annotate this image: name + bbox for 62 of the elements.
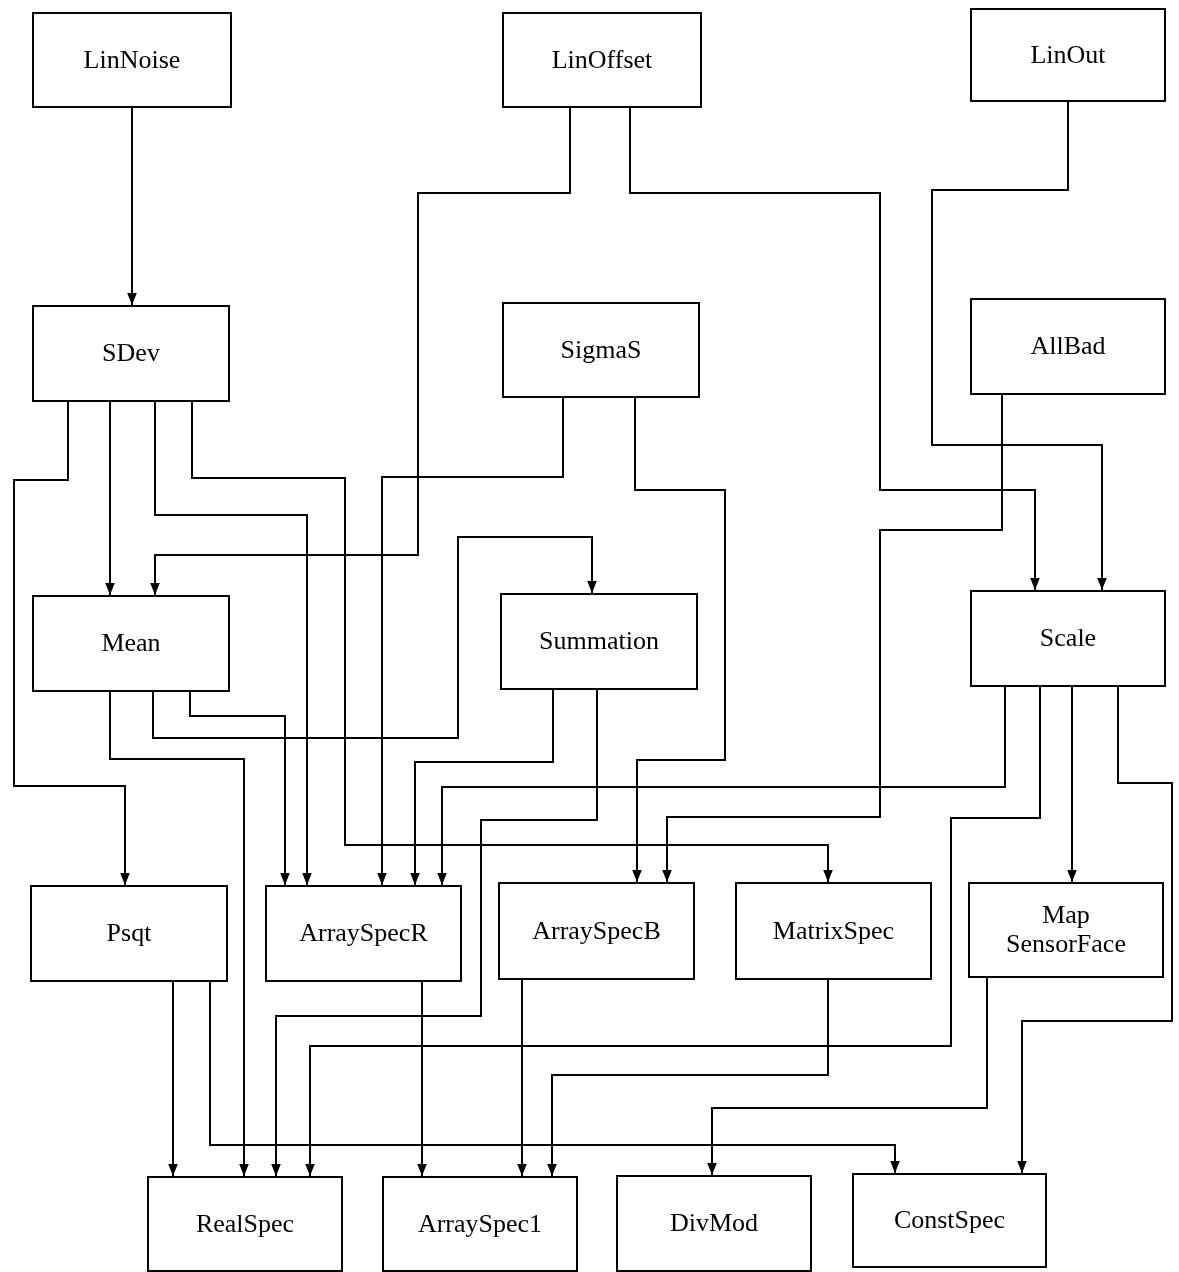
box-label: LinNoise bbox=[83, 45, 181, 75]
arrow bbox=[417, 981, 427, 1177]
process-box bbox=[32, 305, 230, 402]
box-label: ConstSpec bbox=[893, 1206, 1006, 1235]
box-label: Psqt bbox=[106, 919, 152, 948]
arrow bbox=[931, 101, 1107, 591]
arrow bbox=[517, 979, 527, 1177]
arrow bbox=[1017, 686, 1173, 1174]
process-box bbox=[498, 882, 695, 980]
arrow bbox=[168, 981, 178, 1177]
box-label: MatrixSpec bbox=[772, 916, 895, 946]
arrow bbox=[1067, 686, 1077, 883]
arrow bbox=[629, 107, 1040, 591]
process-box bbox=[970, 298, 1166, 395]
box-label: SigmaS bbox=[560, 335, 642, 365]
box-label: AllBad bbox=[1030, 332, 1106, 361]
process-box bbox=[502, 302, 700, 398]
arrow bbox=[13, 401, 130, 886]
arrow bbox=[271, 689, 598, 1177]
arrow bbox=[152, 536, 597, 739]
process-box bbox=[970, 590, 1166, 687]
arrow bbox=[305, 686, 1041, 1177]
process-box bbox=[32, 12, 232, 108]
process-box bbox=[852, 1173, 1047, 1268]
arrow bbox=[127, 107, 137, 306]
box-label: RealSpec bbox=[195, 1209, 295, 1239]
box-label: ArraySpec1 bbox=[417, 1209, 543, 1239]
arrow bbox=[547, 979, 829, 1177]
process-box bbox=[735, 882, 932, 980]
box-label: ArraySpecB bbox=[532, 916, 661, 946]
process-box bbox=[968, 882, 1164, 978]
process-box bbox=[382, 1176, 578, 1272]
arrow bbox=[437, 686, 1006, 886]
process-box bbox=[970, 8, 1166, 102]
process-box bbox=[500, 593, 698, 690]
box-label: LinOut bbox=[1030, 40, 1106, 70]
box-label: Summation bbox=[539, 627, 659, 656]
arrow bbox=[154, 401, 312, 886]
process-box bbox=[32, 595, 230, 692]
arrow bbox=[632, 397, 726, 883]
arrow bbox=[191, 401, 833, 883]
arrow bbox=[707, 977, 988, 1176]
box-label: ArraySpecR bbox=[299, 919, 428, 948]
arrow bbox=[109, 691, 249, 1177]
process-box bbox=[147, 1176, 343, 1272]
process-box bbox=[616, 1175, 812, 1272]
box-label: Scale bbox=[1039, 624, 1097, 653]
arrow bbox=[410, 689, 554, 886]
box-label: Mean bbox=[101, 629, 161, 658]
arrow bbox=[105, 401, 115, 596]
arrow bbox=[150, 107, 571, 596]
box-label: LinOffset bbox=[551, 45, 653, 75]
process-box bbox=[30, 885, 228, 982]
box-label: SDev bbox=[102, 339, 160, 368]
arrow bbox=[377, 397, 564, 886]
arrow bbox=[189, 691, 290, 886]
process-box bbox=[502, 12, 702, 108]
box-label: Map SensorFace bbox=[1005, 901, 1127, 959]
arrow bbox=[209, 981, 900, 1174]
box-label: DivMod bbox=[669, 1209, 759, 1238]
process-box bbox=[265, 885, 462, 982]
arrow bbox=[662, 394, 1003, 883]
